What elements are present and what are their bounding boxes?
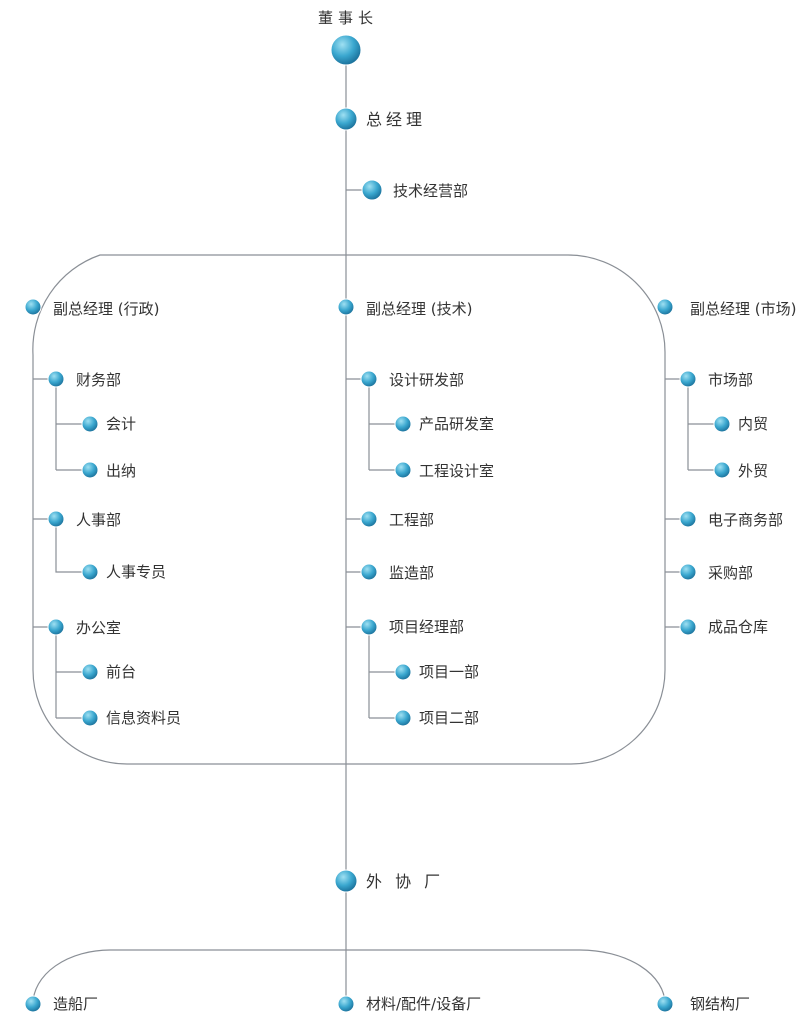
node-vp-admin-label: 副总经理 (行政)	[53, 299, 160, 318]
node-project-mgmt-label: 项目经理部	[389, 617, 465, 636]
node-foreign-marker	[713, 461, 731, 479]
node-cashier-marker	[81, 461, 99, 479]
node-market-marker	[679, 370, 697, 388]
node-vp-admin-marker	[24, 298, 42, 316]
partners-left-arc	[32, 949, 111, 1005]
node-cashier-label: 出纳	[106, 461, 137, 480]
node-engineering-label: 工程部	[389, 510, 435, 529]
market-branches	[665, 378, 688, 628]
partners-right-arc	[110, 949, 666, 1005]
node-shipyard-label: 造船厂	[53, 994, 99, 1013]
node-purchasing-label: 采购部	[708, 563, 754, 582]
node-project-mgmt-marker	[360, 618, 378, 636]
admin-branches	[33, 378, 56, 628]
node-chairman-label: 董事长	[318, 8, 379, 27]
node-design-rd-label: 设计研发部	[389, 370, 465, 389]
node-market-label: 市场部	[708, 370, 754, 389]
node-supervision-label: 监造部	[389, 563, 435, 582]
node-ecommerce-label: 电子商务部	[708, 510, 784, 529]
node-purchasing-marker	[679, 563, 697, 581]
node-project-2-label: 项目二部	[419, 708, 480, 727]
node-vp-tech-label: 副总经理 (技术)	[366, 299, 473, 318]
node-shipyard-marker	[24, 995, 42, 1013]
node-hr-marker	[47, 510, 65, 528]
node-partners-label: 外 协 厂	[366, 872, 445, 891]
node-domestic-marker	[713, 415, 731, 433]
node-gm-marker	[334, 107, 358, 131]
node-office-label: 办公室	[76, 618, 122, 637]
node-warehouse-label: 成品仓库	[708, 617, 769, 636]
node-product-rd-marker	[394, 415, 412, 433]
node-accounting-label: 会计	[106, 414, 137, 433]
node-hr-officer-marker	[81, 563, 99, 581]
hr-tree	[55, 519, 90, 573]
node-markers	[24, 34, 731, 1013]
node-chairman-marker	[330, 34, 362, 66]
node-finance-marker	[47, 370, 65, 388]
node-tech-ops-marker	[361, 179, 383, 201]
node-records-marker	[81, 709, 99, 727]
node-project-1-label: 项目一部	[419, 662, 480, 681]
node-steel-marker	[656, 995, 674, 1013]
node-supervision-marker	[360, 563, 378, 581]
node-front-desk-marker	[81, 663, 99, 681]
node-materials-marker	[337, 995, 355, 1013]
tech-branches	[346, 378, 369, 628]
node-gm-label: 总经理	[366, 110, 427, 129]
node-materials-label: 材料/配件/设备厂	[366, 994, 482, 1013]
node-vp-market-marker	[656, 298, 674, 316]
node-foreign-label: 外贸	[738, 461, 769, 480]
node-eng-design-marker	[394, 461, 412, 479]
node-warehouse-marker	[679, 618, 697, 636]
node-engineering-marker	[360, 510, 378, 528]
node-office-marker	[47, 618, 65, 636]
node-hr-label: 人事部	[76, 510, 122, 529]
node-vp-tech-marker	[337, 298, 355, 316]
node-domestic-label: 内贸	[738, 414, 769, 433]
node-front-desk-label: 前台	[106, 662, 137, 681]
vp-frame	[32, 254, 666, 765]
node-records-label: 信息资料员	[106, 708, 182, 727]
node-product-rd-label: 产品研发室	[419, 414, 495, 433]
node-project-1-marker	[394, 663, 412, 681]
node-ecommerce-marker	[679, 510, 697, 528]
connector-lines	[32, 50, 722, 1005]
node-eng-design-label: 工程设计室	[419, 461, 495, 480]
node-design-rd-marker	[360, 370, 378, 388]
node-finance-label: 财务部	[76, 370, 122, 389]
node-partners-marker	[334, 869, 358, 893]
node-project-2-marker	[394, 709, 412, 727]
node-steel-label: 钢结构厂	[690, 994, 751, 1013]
node-accounting-marker	[81, 415, 99, 433]
node-vp-market-label: 副总经理 (市场)	[690, 299, 797, 318]
node-hr-officer-label: 人事专员	[106, 562, 167, 581]
node-tech-ops-label: 技术经营部	[393, 181, 469, 200]
